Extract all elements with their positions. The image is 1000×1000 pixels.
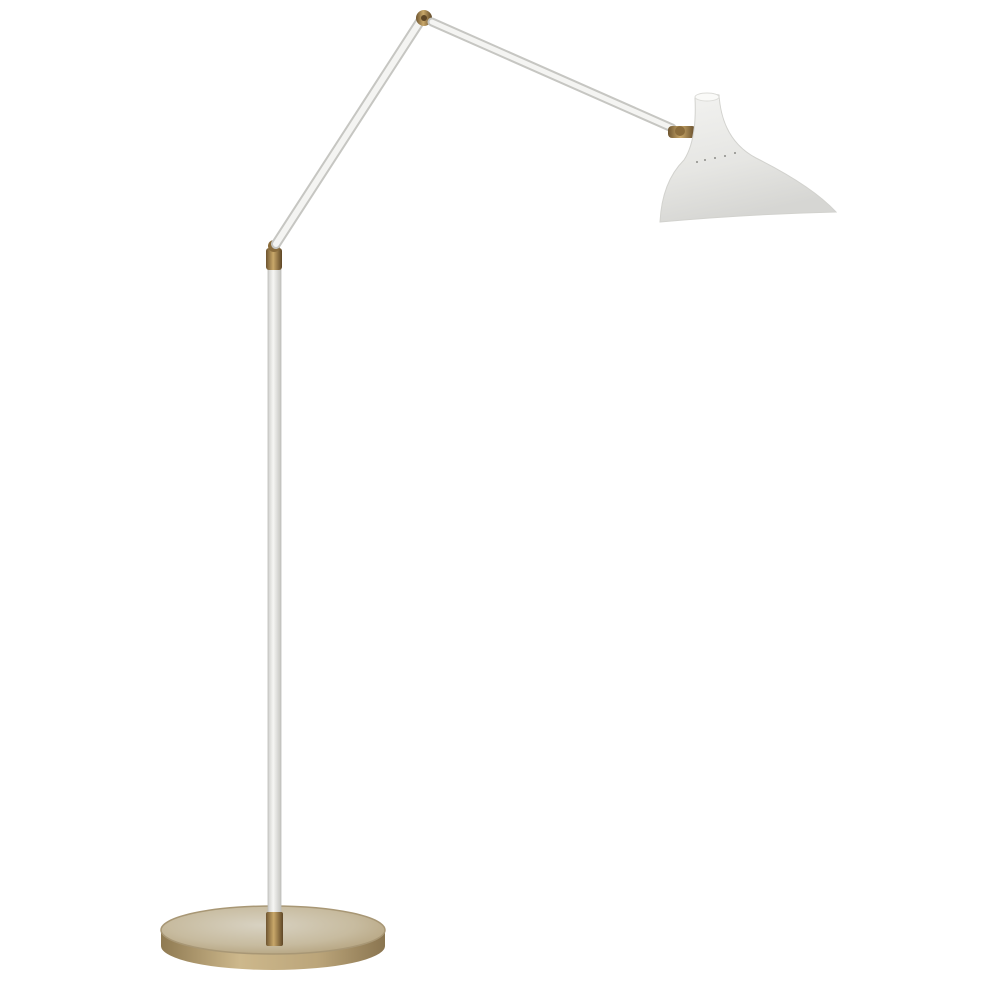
shade-joint (668, 126, 696, 138)
brass-collar (266, 912, 283, 946)
lamp-shade (659, 92, 838, 223)
lamp-pole (267, 261, 282, 915)
